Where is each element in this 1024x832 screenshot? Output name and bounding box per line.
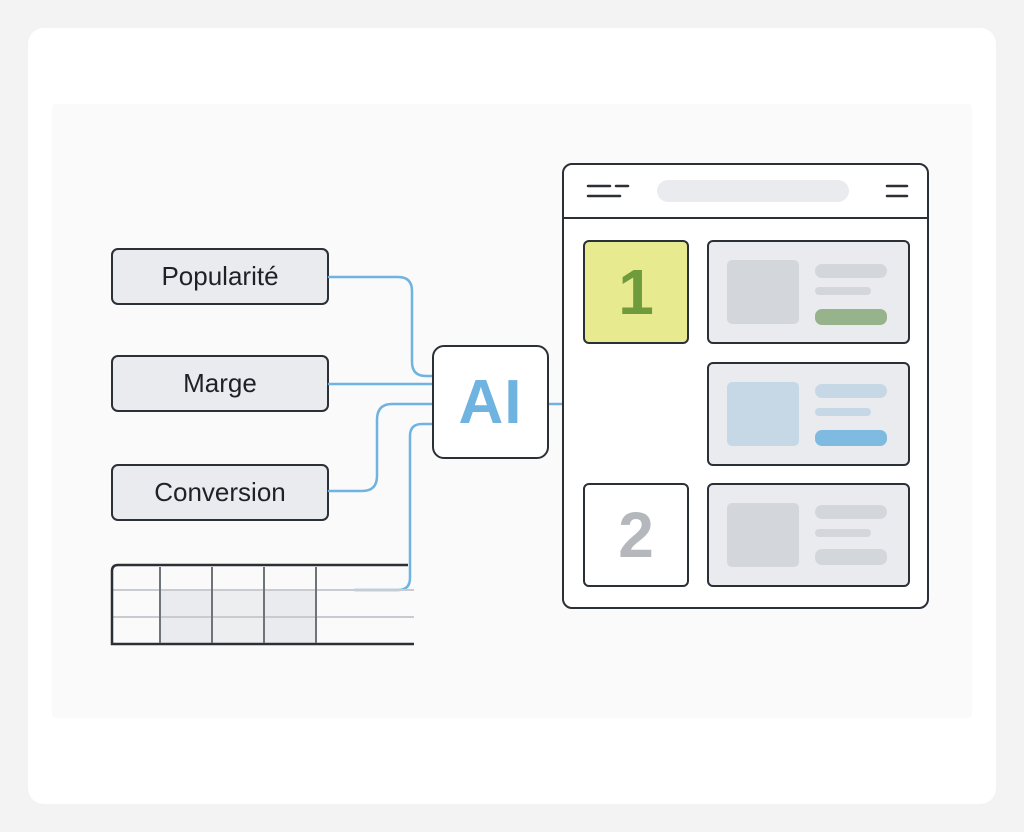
connector-popularity — [327, 275, 435, 378]
data-table — [110, 563, 414, 646]
browser-window: 1 2 — [562, 163, 929, 609]
address-bar[interactable] — [657, 180, 849, 202]
input-conversion: Conversion — [111, 464, 329, 521]
product-card-2[interactable] — [707, 362, 910, 466]
input-popularity: Popularité — [111, 248, 329, 305]
product-card-1[interactable] — [707, 240, 910, 344]
product-image — [727, 260, 799, 324]
product-title-line — [815, 505, 887, 519]
rank-1-badge: 1 — [583, 240, 689, 344]
product-cta-placeholder — [815, 549, 887, 565]
product-image — [727, 382, 799, 446]
product-image — [727, 503, 799, 567]
product-subtitle-line — [815, 408, 871, 416]
product-subtitle-line — [815, 287, 871, 295]
product-cta-button[interactable] — [815, 309, 887, 325]
product-cta-button[interactable] — [815, 430, 887, 446]
input-margin: Marge — [111, 355, 329, 412]
ai-node: AI — [432, 345, 549, 459]
browser-toolbar — [564, 165, 927, 219]
connector-conversion — [327, 402, 435, 493]
product-title-line — [815, 384, 887, 398]
menu-lines-icon — [586, 184, 630, 198]
product-card-3[interactable] — [707, 483, 910, 587]
product-title-line — [815, 264, 887, 278]
rank-2-badge: 2 — [583, 483, 689, 587]
product-subtitle-line — [815, 529, 871, 537]
hamburger-icon[interactable] — [877, 165, 917, 217]
